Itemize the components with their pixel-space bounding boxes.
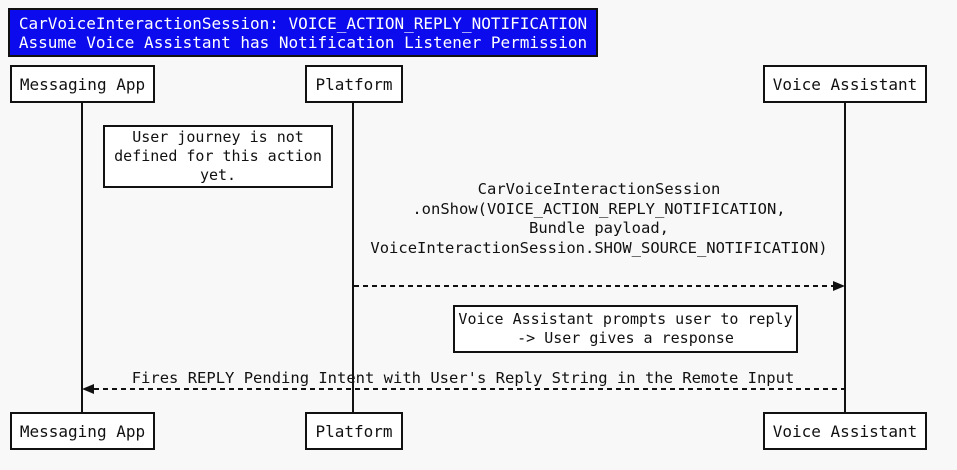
message-line: CarVoiceInteractionSession — [477, 180, 721, 198]
participant-label: Platform — [315, 421, 393, 441]
participant-label: Platform — [315, 74, 393, 94]
participant-voice-assistant-bottom: Voice Assistant — [763, 412, 927, 450]
title-line-2: Assume Voice Assistant has Notification … — [18, 32, 588, 52]
lifeline-messaging-app — [81, 103, 83, 412]
participant-messaging-app-top: Messaging App — [10, 65, 155, 103]
title-line-1: CarVoiceInteractionSession: VOICE_ACTION… — [18, 13, 588, 33]
lifeline-platform — [352, 103, 354, 412]
participant-label: Voice Assistant — [772, 421, 918, 441]
arrowhead-right-icon — [833, 281, 845, 291]
participant-platform-top: Platform — [305, 65, 403, 103]
message-line: .onShow(VOICE_ACTION_REPLY_NOTIFICATION, — [412, 199, 786, 218]
participant-messaging-app-bottom: Messaging App — [10, 412, 155, 450]
diagram-title: CarVoiceInteractionSession: VOICE_ACTION… — [8, 8, 598, 57]
note-line: Voice Assistant prompts user to reply — [458, 310, 793, 328]
note-line: User journey is not — [132, 128, 304, 146]
note-line: -> User gives a response — [517, 329, 734, 347]
note-voice-assistant-prompts: Voice Assistant prompts user to reply ->… — [453, 305, 798, 353]
participant-label: Voice Assistant — [772, 74, 918, 94]
note-user-journey: User journey is not defined for this act… — [103, 125, 333, 188]
message-fires-reply-arrow-line — [94, 388, 844, 390]
participant-label: Messaging App — [19, 74, 146, 94]
note-line: yet. — [199, 166, 237, 184]
message-line: Fires REPLY Pending Intent with User's R… — [131, 369, 795, 387]
arrowhead-left-icon — [82, 384, 94, 394]
note-line: defined for this action — [114, 147, 322, 165]
participant-voice-assistant-top: Voice Assistant — [763, 65, 927, 103]
message-onshow-arrow-line — [354, 285, 833, 287]
message-fires-reply-label: Fires REPLY Pending Intent with User's R… — [132, 369, 795, 389]
message-onshow-label: CarVoiceInteractionSession .onShow(VOICE… — [370, 180, 827, 258]
message-line: VoiceInteractionSession.SHOW_SOURCE_NOTI… — [370, 238, 828, 257]
message-line: Bundle payload, — [529, 219, 669, 237]
lifeline-voice-assistant — [844, 103, 846, 412]
participant-platform-bottom: Platform — [305, 412, 403, 450]
participant-label: Messaging App — [19, 421, 146, 441]
